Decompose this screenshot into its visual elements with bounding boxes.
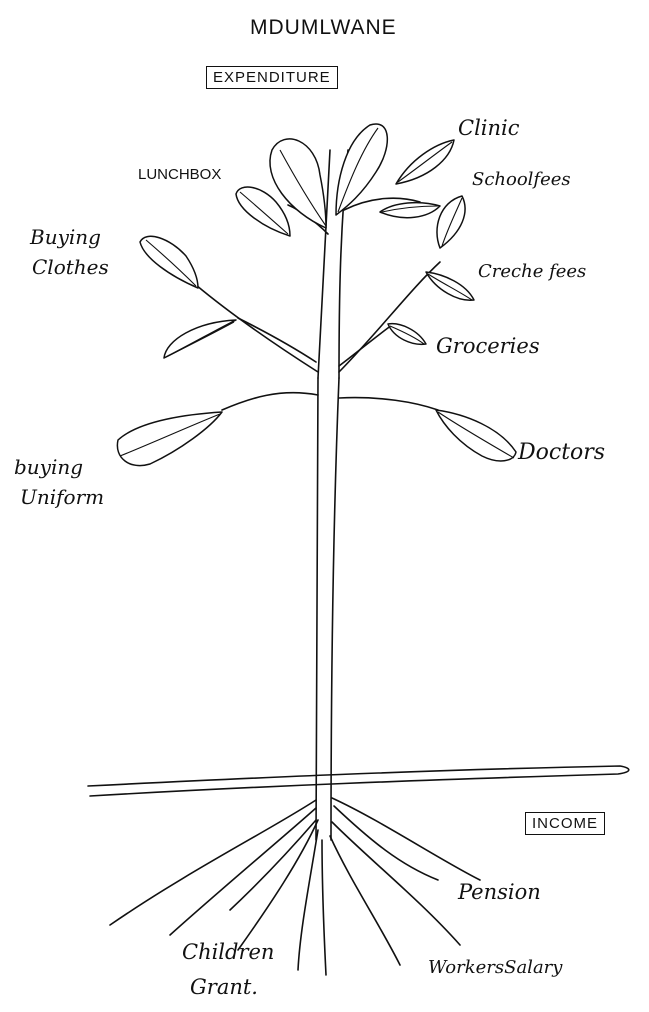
expenditure-box: EXPENDITURE (206, 66, 338, 89)
leaf-doctors (436, 410, 516, 461)
leaf-label-buying-uniform-1: buying (14, 456, 83, 479)
trunk (316, 150, 348, 840)
leaf-label-clinic: Clinic (458, 116, 520, 140)
ground-line (88, 766, 629, 796)
leaf-buying-clothes (140, 236, 198, 288)
root-label-children-grant-2: Grant. (190, 975, 258, 999)
leaf-left-middle (164, 320, 236, 358)
leaf-label-groceries: Groceries (436, 334, 540, 358)
leaf-creche-fees (426, 272, 474, 300)
leaf-label-lunchbox: LUNCHBOX (138, 166, 221, 183)
root-label-pension: Pension (458, 880, 541, 904)
roots (110, 798, 480, 975)
leaf-label-buying-uniform-2: Uniform (20, 486, 104, 509)
leaf-label-doctors: Doctors (518, 440, 605, 465)
leaf-label-buying-clothes-2: Clothes (32, 256, 109, 279)
diagram-title: MDUMLWANE (250, 16, 397, 40)
leaf-label-school-fees: Schoolfees (472, 170, 571, 191)
root-label-children-grant-1: Children (182, 940, 274, 964)
income-box: INCOME (525, 812, 605, 835)
leaf-clinic (396, 140, 454, 184)
leaf-label-creche-fees: Creche fees (478, 262, 586, 283)
leaf-top-right (336, 124, 387, 215)
leaf-label-buying-clothes-1: Buying (30, 226, 101, 249)
leaf-schoolfees (437, 196, 465, 248)
leaf-schoolfees-small (380, 203, 440, 218)
leaf-groceries (388, 324, 426, 345)
root-label-workers-salary: WorkersSalary (428, 958, 562, 979)
leaf-buying-uniform (117, 412, 222, 466)
